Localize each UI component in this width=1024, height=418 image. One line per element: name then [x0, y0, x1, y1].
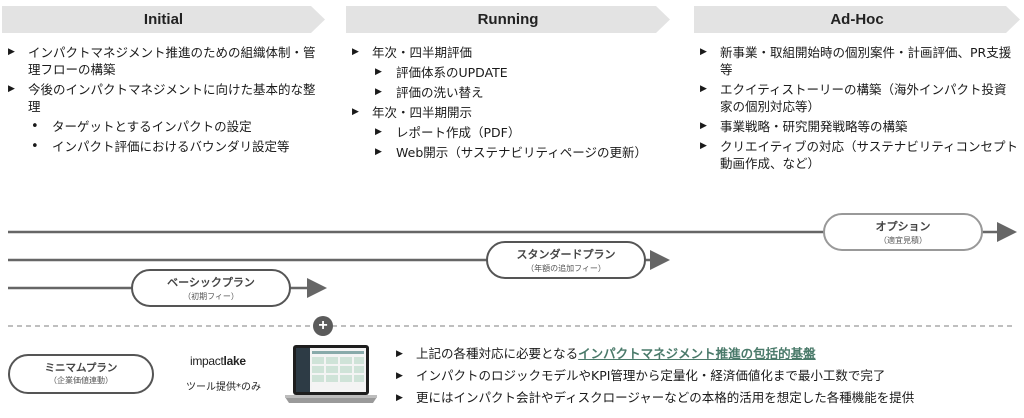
- minimum-plan-note: （企業価値連動）: [49, 376, 113, 385]
- triangle-bullet-icon: ▶: [375, 87, 382, 97]
- bullet-text: 事業戦略・研究開発戦略等の構築: [720, 119, 908, 134]
- running-items: ▶ 年次・四半期評価 ▶ 評価体系のUPDATE ▶ 評価の洗い替え ▶ 年次・四半期開示 ▶ レ…: [352, 44, 670, 164]
- plan-timeline: オプション （適宜見積） スタンダードプラン （年額の追加フィー） ベーシックプ…: [8, 213, 1017, 307]
- logo-part-b: lake: [223, 354, 246, 368]
- bullet-item: ▶ 今後のインパクトマネジメントに向けた基本的な整理: [8, 81, 326, 115]
- bullet-text: インパクト評価におけるバウンダリ設定等: [52, 139, 290, 154]
- triangle-bullet-icon: ▶: [375, 127, 382, 137]
- feature-text: 上記の各種対応に必要となる: [416, 346, 579, 361]
- bullet-item: ▶ クリエイティブの対応（サステナビリティコンセプト動画作成、など）: [700, 138, 1018, 172]
- bullet-text: 新事業・取組開始時の個別案件・計画評価、PR支援等: [720, 45, 1012, 77]
- triangle-bullet-icon: ▶: [352, 107, 359, 117]
- feature-text: インパクトのロジックモデルやKPI管理から定量化・経済価値化まで最小工数で完了: [416, 368, 886, 383]
- bullet-text: 年次・四半期開示: [372, 105, 473, 120]
- triangle-bullet-icon: ▶: [396, 371, 403, 381]
- basic-plan-pill: ベーシックプラン （初期フィー）: [131, 269, 291, 307]
- bullet-item: ▶ レポート作成（PDF）: [352, 124, 670, 141]
- basic-plan-note: （初期フィー）: [183, 291, 239, 301]
- triangle-bullet-icon: ▶: [8, 84, 15, 94]
- bullet-item: ▶ 新事業・取組開始時の個別案件・計画評価、PR支援等: [700, 44, 1018, 78]
- tool-caption: ツール提供*のみ: [186, 382, 261, 393]
- minimum-plan-name: ミニマムプラン: [44, 362, 118, 374]
- option-plan-pill: オプション （適宜見積）: [823, 213, 983, 251]
- dot-bullet-icon: •: [31, 139, 39, 154]
- bullet-item: ▶ エクイティストーリーの構築（海外インパクト投資家の個別対応等）: [700, 81, 1018, 115]
- bullet-text: クリエイティブの対応（サステナビリティコンセプト動画作成、など）: [720, 139, 1019, 171]
- triangle-bullet-icon: ▶: [700, 121, 707, 131]
- dot-bullet-icon: •: [31, 119, 39, 134]
- basic-plan-name: ベーシックプラン: [167, 275, 255, 289]
- option-plan-name: オプション: [876, 219, 931, 233]
- bullet-item: ▶ 評価体系のUPDATE: [352, 64, 670, 81]
- bullet-text: 評価体系のUPDATE: [396, 65, 508, 80]
- phase-header-initial: Initial: [2, 6, 325, 33]
- triangle-bullet-icon: ▶: [700, 47, 707, 57]
- feature-list: ▶ 上記の各種対応に必要となるインパクトマネジメント推進の包括的基盤 ▶ インパ…: [396, 343, 1016, 409]
- standard-plan-name: スタンダードプラン: [517, 247, 616, 261]
- feature-item: ▶ 更にはインパクト会計やディスクロージャーなどの本格的活用を想定した各種機能を…: [396, 387, 1016, 409]
- feature-text: 更にはインパクト会計やディスクロージャーなどの本格的活用を想定した各種機能を提供: [416, 390, 915, 405]
- triangle-bullet-icon: ▶: [700, 84, 707, 94]
- phase-header-adhoc: Ad-Hoc: [694, 6, 1020, 33]
- bullet-item: ▶ インパクトマネジメント推進のための組織体制・管理フローの構築: [8, 44, 326, 78]
- phase-title: Initial: [143, 11, 184, 28]
- phase-header-running: Running: [346, 6, 670, 33]
- standard-plan-pill: スタンダードプラン （年額の追加フィー）: [486, 241, 646, 279]
- triangle-bullet-icon: ▶: [396, 393, 403, 403]
- triangle-bullet-icon: ▶: [375, 67, 382, 77]
- bullet-item: • インパクト評価におけるバウンダリ設定等: [8, 138, 326, 155]
- bullet-text: 評価の洗い替え: [396, 85, 484, 100]
- bullet-text: Web開示（サステナビリティページの更新）: [396, 145, 648, 160]
- feature-highlight: インパクトマネジメント推進の包括的基盤: [578, 346, 816, 361]
- impactlake-logo: impactlake: [190, 354, 246, 368]
- triangle-bullet-icon: ▶: [375, 147, 382, 157]
- phase-title: Ad-Hoc: [830, 11, 884, 28]
- bullet-text: エクイティストーリーの構築（海外インパクト投資家の個別対応等）: [720, 82, 1007, 114]
- initial-items: ▶ インパクトマネジメント推進のための組織体制・管理フローの構築 ▶ 今後のインパクト…: [8, 44, 326, 158]
- triangle-bullet-icon: ▶: [700, 141, 707, 151]
- laptop-screenshot-icon: [285, 345, 377, 403]
- bullet-text: 今後のインパクトマネジメントに向けた基本的な整理: [28, 82, 316, 114]
- bullet-text: ターゲットとするインパクトの設定: [52, 119, 252, 134]
- bullet-item: • ターゲットとするインパクトの設定: [8, 118, 326, 135]
- bullet-text: レポート作成（PDF）: [396, 125, 521, 140]
- phase-title: Running: [477, 11, 539, 28]
- standard-plan-note: （年額の追加フィー）: [526, 263, 606, 273]
- bullet-text: 年次・四半期評価: [372, 45, 473, 60]
- triangle-bullet-icon: ▶: [352, 47, 359, 57]
- dashed-separator: [8, 325, 1016, 327]
- bullet-item: ▶ 年次・四半期評価: [352, 44, 670, 61]
- bullet-item: ▶ 年次・四半期開示: [352, 104, 670, 121]
- minimum-plan-pill: ミニマムプラン （企業価値連動）: [8, 354, 154, 394]
- bullet-item: ▶ 事業戦略・研究開発戦略等の構築: [700, 118, 1018, 135]
- plus-icon: +: [313, 316, 333, 336]
- triangle-bullet-icon: ▶: [8, 47, 15, 57]
- bullet-item: ▶ Web開示（サステナビリティページの更新）: [352, 144, 670, 161]
- triangle-bullet-icon: ▶: [396, 349, 403, 359]
- feature-item: ▶ 上記の各種対応に必要となるインパクトマネジメント推進の包括的基盤: [396, 343, 1016, 365]
- option-plan-note: （適宜見積）: [879, 235, 927, 245]
- bullet-item: ▶ 評価の洗い替え: [352, 84, 670, 101]
- feature-item: ▶ インパクトのロジックモデルやKPI管理から定量化・経済価値化まで最小工数で完…: [396, 365, 1016, 387]
- bullet-text: インパクトマネジメント推進のための組織体制・管理フローの構築: [28, 45, 316, 77]
- adhoc-items: ▶ 新事業・取組開始時の個別案件・計画評価、PR支援等 ▶ エクイティストーリーの構築…: [700, 44, 1018, 175]
- logo-part-a: impact: [190, 354, 224, 368]
